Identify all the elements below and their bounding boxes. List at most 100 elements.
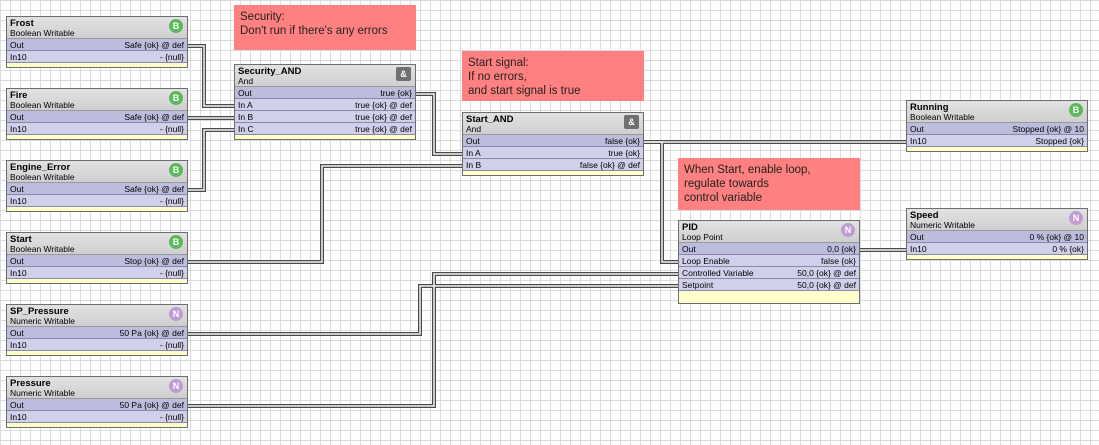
block-header[interactable]: SP_Pressure Numeric Writable N <box>7 305 187 327</box>
numeric-badge-icon: N <box>169 379 183 393</box>
slot-label: Out <box>910 124 924 134</box>
note-line: When Start, enable loop, <box>684 164 811 176</box>
numeric-badge-icon: N <box>169 307 183 321</box>
block-pid[interactable]: PID Loop Point N Out 0,0 {ok} Loop Enable… <box>678 220 860 304</box>
slot-value: true {ok} <box>380 88 412 98</box>
slot-out[interactable]: Out true {ok} <box>235 87 415 99</box>
slot-in10[interactable]: In10 - {null} <box>7 411 187 423</box>
slot-label: Out <box>466 136 480 146</box>
block-name: Start_AND <box>466 114 514 125</box>
slot-label: Out <box>10 112 24 122</box>
boolean-badge-icon: B <box>1069 103 1083 117</box>
slot-value: - {null} <box>159 124 184 134</box>
note-line: regulate towards <box>684 178 770 190</box>
slot-value: - {null} <box>159 196 184 206</box>
block-header[interactable]: Pressure Numeric Writable N <box>7 377 187 399</box>
note-start-signal: Start signal: If no errors, and start si… <box>462 51 644 101</box>
block-header[interactable]: Start_AND And & <box>463 113 643 135</box>
slot-in10[interactable]: In10- {null} <box>7 195 187 207</box>
slot-out[interactable]: Out Safe {ok} @ def <box>7 183 187 195</box>
block-header[interactable]: Running Boolean Writable B <box>907 101 1087 123</box>
slot-value: Safe {ok} @ def <box>124 184 184 194</box>
slot-value: - {null} <box>159 412 184 422</box>
slot-out[interactable]: Out 50 Pa {ok} @ def <box>7 327 187 339</box>
note-line: If no errors, <box>468 71 527 83</box>
block-type: And <box>238 76 254 86</box>
block-type: Boolean Writable <box>10 100 75 110</box>
slot-value: Safe {ok} @ def <box>124 40 184 50</box>
slot-value: 50,0 {ok} @ def <box>797 280 856 290</box>
slot-label: Out <box>10 328 24 338</box>
block-footer <box>907 255 1087 263</box>
slot-value: 0,0 {ok} <box>827 244 856 254</box>
block-security-and[interactable]: Security_AND And & Out true {ok} In A true… <box>234 64 416 140</box>
block-sp-pressure[interactable]: SP_Pressure Numeric Writable N Out 50 Pa … <box>6 304 188 356</box>
slot-value: 50 Pa {ok} @ def <box>119 328 184 338</box>
block-header[interactable]: Speed Numeric Writable N <box>907 209 1087 231</box>
slot-label: In A <box>466 148 481 158</box>
slot-label: Out <box>682 244 696 254</box>
slot-value: false {ok} <box>605 136 640 146</box>
slot-label: In10 <box>10 340 27 350</box>
block-header[interactable]: Fire Boolean Writable B <box>7 89 187 111</box>
slot-label: Out <box>10 400 24 410</box>
slot-label: In10 <box>10 268 27 278</box>
block-footer <box>907 147 1087 155</box>
block-start[interactable]: Start Boolean Writable B Out Stop {ok} @ … <box>6 232 188 284</box>
slot-in-a[interactable]: In A true {ok} @ def <box>235 99 415 111</box>
block-header[interactable]: Start Boolean Writable B <box>7 233 187 255</box>
slot-out[interactable]: Out 0,0 {ok} <box>679 243 859 255</box>
block-header[interactable]: Frost Boolean Writable B <box>7 17 187 39</box>
slot-value: - {null} <box>159 52 184 62</box>
slot-label: In10 <box>10 412 27 422</box>
slot-in10[interactable]: In10- {null} <box>7 267 187 279</box>
slot-in10[interactable]: In10- {null} <box>7 339 187 351</box>
block-header[interactable]: PID Loop Point N <box>679 221 859 243</box>
block-name: Security_AND <box>238 66 302 77</box>
block-name: Start <box>10 234 32 245</box>
slot-in10[interactable]: In10- {null} <box>7 51 187 63</box>
note-enable-loop: When Start, enable loop, regulate toward… <box>678 158 860 210</box>
slot-label: In A <box>238 100 253 110</box>
slot-out[interactable]: Out Stop {ok} @ def <box>7 255 187 267</box>
slot-value: Stop {ok} @ def <box>124 256 184 266</box>
slot-value: true {ok} @ def <box>355 100 412 110</box>
block-name: Speed <box>910 210 939 221</box>
block-type: Numeric Writable <box>910 220 976 230</box>
block-footer <box>7 351 187 359</box>
slot-value: 0 % {ok} <box>1052 244 1084 254</box>
block-engine-error[interactable]: Engine_Error Boolean Writable B Out Safe … <box>6 160 188 212</box>
slot-in10[interactable]: In10 - {null} <box>7 123 187 135</box>
slot-label: Out <box>910 232 924 242</box>
block-name: Frost <box>10 18 34 29</box>
slot-out[interactable]: Out false {ok} <box>463 135 643 147</box>
slot-value: false {ok} <box>821 256 856 266</box>
slot-label: Out <box>238 88 252 98</box>
slot-label: Out <box>10 256 24 266</box>
slot-label: In10 <box>10 124 27 134</box>
block-header[interactable]: Engine_Error Boolean Writable B <box>7 161 187 183</box>
block-header[interactable]: Security_AND And & <box>235 65 415 87</box>
slot-label: Out <box>10 184 24 194</box>
block-type: And <box>466 124 482 134</box>
